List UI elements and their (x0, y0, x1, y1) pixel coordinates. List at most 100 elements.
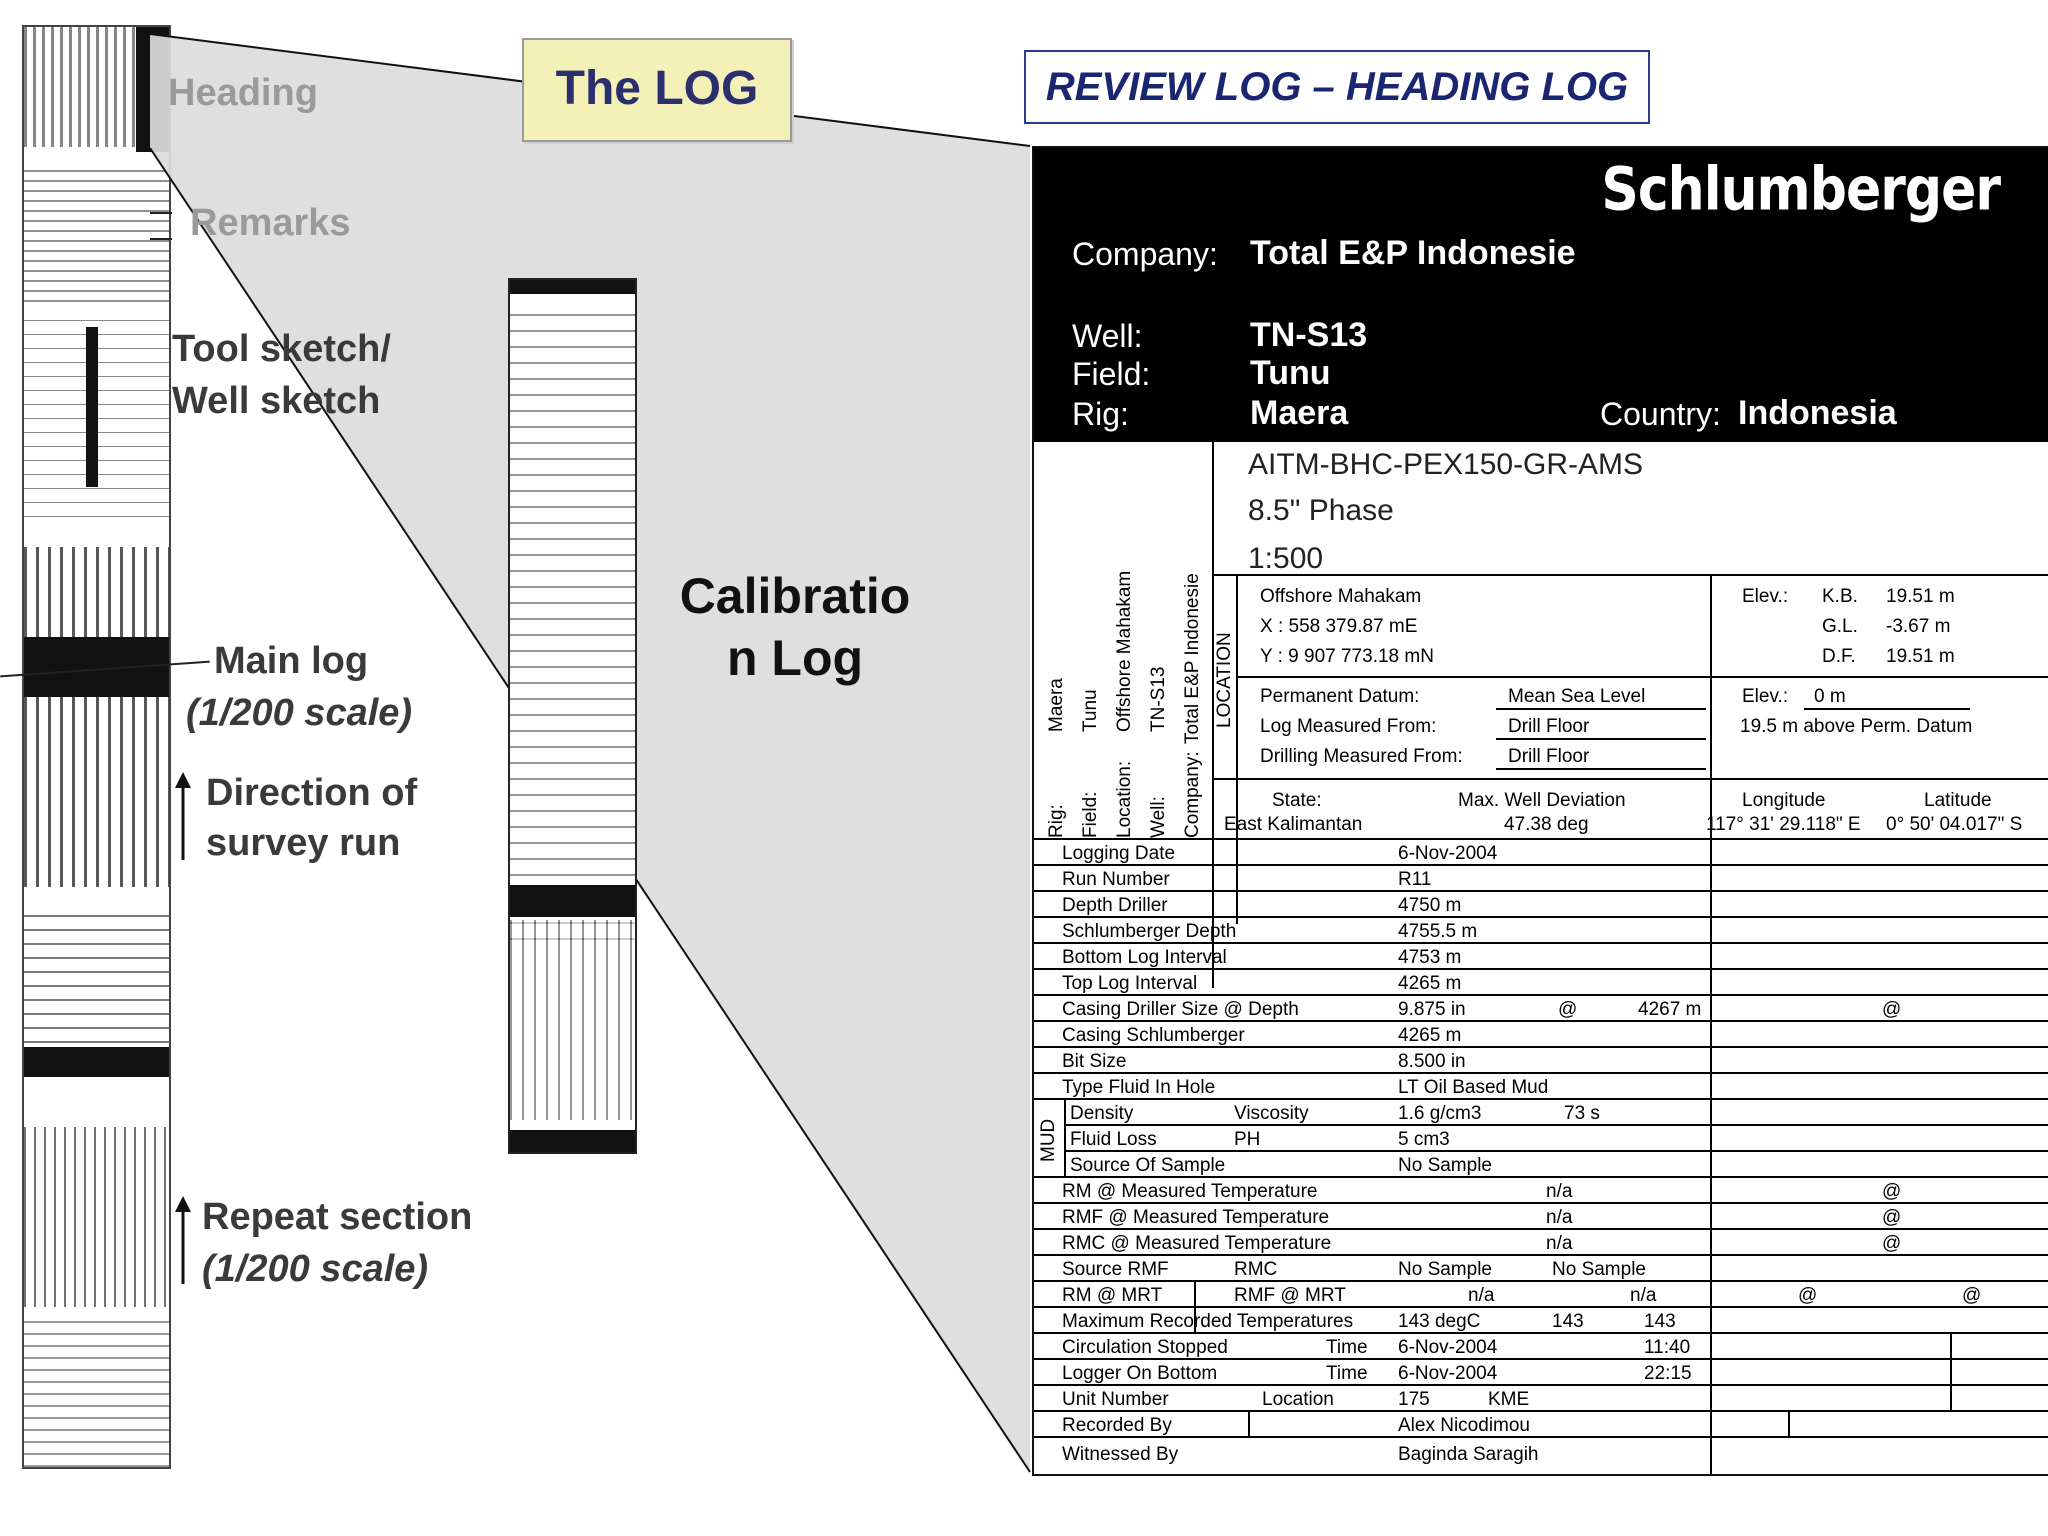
up-arrow-icon (175, 772, 191, 860)
row-depth-driller-value: 4750 m (1398, 895, 1462, 916)
row-max-temp-2: 143 (1552, 1311, 1584, 1332)
side-well: TN-S13 (1148, 666, 1169, 732)
row-unit-number-value: 175 (1398, 1389, 1430, 1410)
row-slb-depth-label: Schlumberger Depth (1062, 921, 1237, 942)
row-logger-time-label: Time (1326, 1363, 1368, 1384)
calibration-strip-bottom (510, 1130, 635, 1152)
drill-from-label: Drilling Measured From: (1260, 746, 1463, 767)
tool-sketch-bar (86, 327, 98, 487)
row-rmc-value: n/a (1546, 1233, 1573, 1254)
log-from-underline (1496, 738, 1706, 740)
row-logger-bottom-label: Logger On Bottom (1062, 1363, 1218, 1384)
kb-label: K.B. (1822, 586, 1858, 607)
row-rm-mrt-at: @ (1798, 1285, 1818, 1306)
row-run-number-value: R11 (1398, 869, 1432, 890)
row-line (1034, 1254, 2048, 1256)
row-fluid-label: Type Fluid In Hole (1062, 1077, 1216, 1098)
location-area: Offshore Mahakam (1260, 586, 1422, 607)
row-line (1034, 994, 2048, 996)
side-location-label: Location: (1114, 760, 1135, 838)
location-top-line (1212, 574, 2048, 576)
row-line (1034, 1384, 2048, 1386)
row-circulation-time: 11:40 (1644, 1337, 1691, 1358)
row-witnessed-by-label: Witnessed By (1062, 1444, 1179, 1465)
label-main-log-2: (1/200 scale) (186, 692, 413, 734)
side-rig-label: Rig: (1046, 804, 1067, 838)
df-value: 19.51 m (1886, 646, 1955, 667)
calibration-strip (508, 278, 637, 1154)
row-viscosity-label: Viscosity (1234, 1103, 1309, 1124)
elev-label: Elev.: (1742, 586, 1789, 607)
mud-label: MUD (1038, 1118, 1059, 1162)
datum-elev-value: 0 m (1814, 686, 1846, 707)
row-source-rmf-label: Source RMF (1062, 1259, 1169, 1280)
rig-label: Rig: (1072, 396, 1129, 432)
elev-divider (1710, 574, 1712, 836)
row-source-rmc-label: RMC (1234, 1259, 1278, 1280)
main-log-thumb (24, 547, 169, 887)
company-value: Total E&P Indonesie (1250, 234, 1576, 272)
row-line (1064, 1150, 2048, 1152)
row-fluid-value: LT Oil Based Mud (1398, 1077, 1549, 1098)
row-rmf-mrt-label: RMF @ MRT (1234, 1285, 1346, 1306)
mud-group-line (1064, 1098, 1066, 1176)
row-line (1034, 1332, 2048, 1334)
row-max-temp-label: Maximum Recorded Temperatures (1062, 1311, 1354, 1332)
row-fluid-loss-value: 5 cm3 (1398, 1129, 1450, 1150)
row-casing-driller-at-2: @ (1882, 999, 1902, 1020)
row-depth-driller-label: Depth Driller (1062, 895, 1168, 916)
kb-value: 19.51 m (1886, 586, 1955, 607)
tail-thumb (24, 1317, 169, 1467)
datum-elev-underline (1804, 708, 1970, 710)
row-line (1034, 916, 2048, 918)
row-line (1034, 968, 2048, 970)
calibration-log-label: Calibratio n Log (679, 568, 911, 686)
up-arrow-icon-2 (175, 1196, 191, 1284)
remarks-tick-2 (150, 238, 172, 240)
log-strip (22, 25, 171, 1469)
drill-from-value: Drill Floor (1508, 746, 1590, 767)
field-value: Tunu (1250, 354, 1331, 392)
label-tool-sketch-2: Well sketch (172, 380, 381, 422)
row-recorded-by-value: Alex Nicodimou (1398, 1415, 1530, 1436)
deviation-label: Max. Well Deviation (1458, 790, 1626, 811)
side-field: Tunu (1080, 689, 1101, 732)
side-location: Offshore Mahakam (1114, 570, 1135, 732)
row-viscosity-value: 73 s (1564, 1103, 1600, 1124)
row-circulation-time-label: Time (1326, 1337, 1368, 1358)
state-top-line (1212, 778, 2048, 780)
page-title: REVIEW LOG – HEADING LOG (1024, 50, 1650, 124)
label-direction-2: survey run (206, 822, 401, 864)
label-direction-1: Direction of (206, 772, 418, 814)
row-casing-driller-size: 9.875 in (1398, 999, 1466, 1020)
row-density-label: Density (1070, 1103, 1134, 1124)
row-casing-driller-at: @ (1558, 999, 1578, 1020)
row-rm-value: n/a (1546, 1181, 1573, 1202)
row-rm-mrt-value: n/a (1468, 1285, 1495, 1306)
calibration-strip-black (510, 885, 635, 917)
row-line (1034, 1410, 2048, 1412)
country-label: Country: (1600, 396, 1721, 432)
state-divider (1710, 778, 1712, 838)
row-source-sample-value: No Sample (1398, 1155, 1492, 1176)
phase: 8.5" Phase (1248, 494, 1394, 527)
source-split-line (1194, 1280, 1196, 1332)
row-logger-date: 6-Nov-2004 (1398, 1363, 1498, 1384)
row-line (1034, 1358, 2048, 1360)
row-casing-slb-value: 4265 m (1398, 1025, 1462, 1046)
row-line (1034, 1280, 2048, 1282)
row-slb-depth-value: 4755.5 m (1398, 921, 1478, 942)
row-line (1034, 890, 2048, 892)
row-density-value: 1.6 g/cm3 (1398, 1103, 1482, 1124)
row-max-temp-3: 143 (1644, 1311, 1676, 1332)
row-line (1034, 1436, 2048, 1438)
location-left-line (1236, 574, 1238, 924)
row-witnessed-by-value: Baginda Saragih (1398, 1444, 1539, 1465)
latitude-label: Latitude (1924, 790, 1992, 811)
side-rig: Maera (1046, 678, 1067, 732)
row-ph-label: PH (1234, 1129, 1261, 1150)
side-divider (1212, 442, 1214, 988)
heading-log-panel: Schlumberger Company: Total E&P Indonesi… (1032, 146, 2048, 1476)
row-line (1034, 1046, 2048, 1048)
state-value: East Kalimantan (1224, 814, 1363, 835)
